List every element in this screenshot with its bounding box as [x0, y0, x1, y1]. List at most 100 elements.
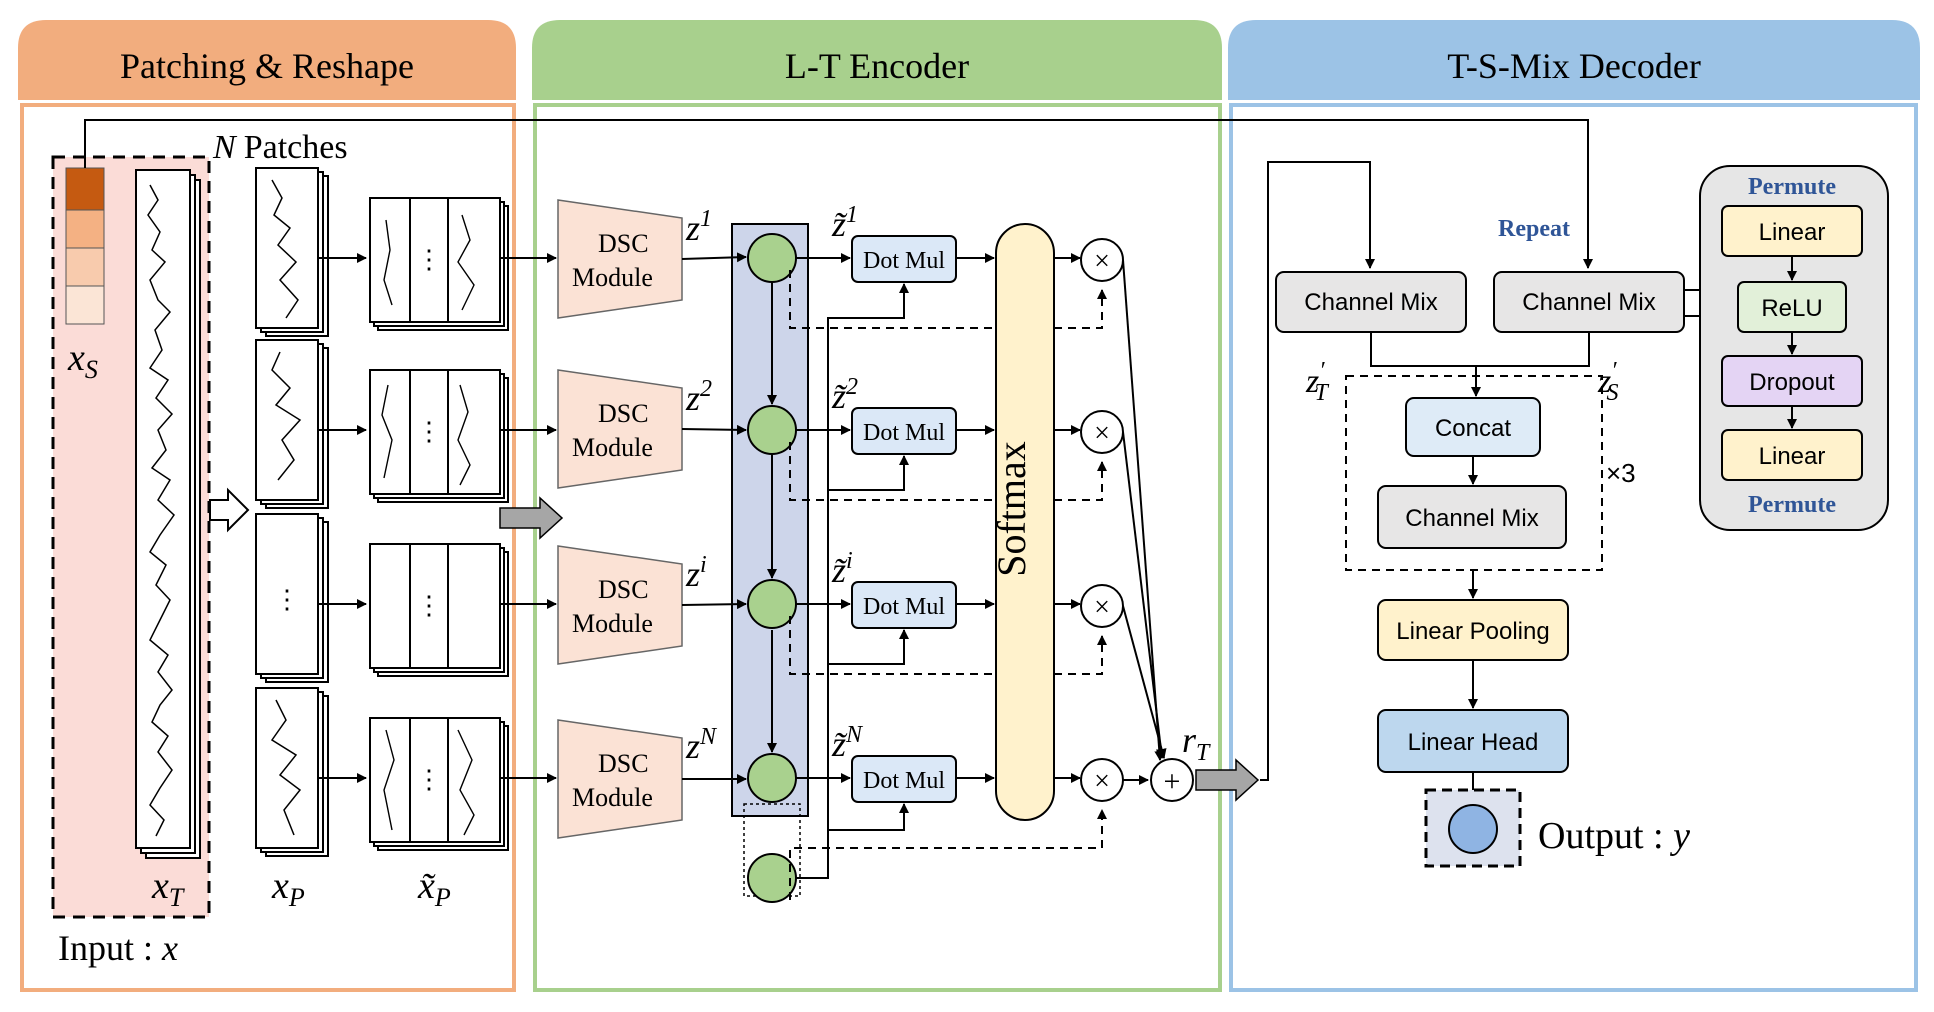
xpt-stack-3: ⋮	[369, 543, 509, 677]
xpt-stack-4: ⋮	[369, 717, 509, 851]
svg-text:Dot Mul: Dot Mul	[863, 248, 945, 274]
svg-text:+: +	[1164, 765, 1181, 798]
mlp-relu: ReLU	[1737, 281, 1847, 333]
xpt-stack-1: ⋮	[369, 197, 509, 331]
z-tilde-labels: z̃1 z̃2 z̃i z̃N	[831, 202, 864, 764]
repeat-label: Repeat	[1498, 216, 1570, 242]
sum-node: +	[1150, 758, 1194, 802]
encoder-title: L-T Encoder	[785, 46, 969, 86]
xp-stack-1	[255, 167, 329, 337]
patch-rows: ⋮ ⋮ ⋮	[255, 167, 557, 857]
input-label: Input : x	[58, 928, 178, 968]
dotmul-3: Dot Mul	[851, 581, 957, 629]
extra-node	[747, 853, 797, 903]
svg-text:×: ×	[1094, 766, 1110, 797]
panel-patching: Patching & Reshape	[18, 20, 516, 992]
softmax-block: Softmax	[989, 223, 1055, 821]
decoder-title: T-S-Mix Decoder	[1447, 46, 1701, 86]
xp-stack-4	[255, 687, 329, 857]
svg-text:Linear: Linear	[1759, 219, 1826, 246]
svg-text:×: ×	[1094, 418, 1110, 449]
linear-head-block: Linear Head	[1377, 709, 1569, 773]
svg-text:DSC: DSC	[598, 575, 649, 604]
channel-mix-temporal: Channel Mix	[1275, 271, 1467, 333]
svg-text:DSC: DSC	[598, 399, 649, 428]
svg-text:Softmax: Softmax	[989, 441, 1034, 577]
svg-text:Module: Module	[572, 783, 653, 812]
mlp-detail: Permute Linear ReLU Dropout Linear Permu…	[1699, 165, 1889, 531]
zs-prime-label: z′S	[1597, 358, 1618, 406]
svg-text:DSC: DSC	[598, 229, 649, 258]
dotmul-blocks: Dot Mul Dot Mul Dot Mul Dot Mul	[851, 235, 957, 803]
patching-title: Patching & Reshape	[120, 46, 414, 86]
permute-top-label: Permute	[1748, 174, 1836, 200]
xt-label: xT	[151, 865, 185, 912]
xs-skip-line	[84, 119, 1593, 269]
xp-label: xP	[271, 865, 305, 912]
xp-stack-3: ⋮	[255, 513, 329, 683]
dotmul-2: Dot Mul	[851, 407, 957, 455]
xp-stack-2	[255, 339, 329, 509]
svg-text:⋮: ⋮	[416, 417, 442, 446]
svg-text:z1: z1	[685, 206, 712, 248]
dsc-modules: DSC Module DSC Module DSC Module DSC Mod…	[557, 199, 683, 839]
svg-text:z2: z2	[685, 376, 712, 418]
node-to-dotmul-arrows	[796, 253, 851, 783]
patch-to-encoder-arrow	[499, 496, 564, 540]
svg-text:Linear: Linear	[1759, 443, 1826, 470]
dsc-module-1: DSC Module	[557, 199, 683, 319]
panel-decoder: T-S-Mix Decoder	[1228, 20, 1920, 992]
svg-text:Concat: Concat	[1435, 415, 1511, 442]
svg-text:Dot Mul: Dot Mul	[863, 420, 945, 446]
xs-label: xS	[67, 337, 98, 384]
dotmul-1: Dot Mul	[851, 235, 957, 283]
residual-dashed	[789, 270, 1107, 900]
z-labels: z1 z2 zi zN	[685, 206, 718, 766]
channel-mix-inner: Channel Mix	[1377, 485, 1567, 549]
rt-to-channelmix-line	[1260, 161, 1375, 781]
svg-text:⋮: ⋮	[274, 585, 300, 614]
svg-text:Dot Mul: Dot Mul	[863, 768, 945, 794]
svg-text:Dot Mul: Dot Mul	[863, 594, 945, 620]
svg-text:ReLU: ReLU	[1761, 295, 1822, 322]
softmax-to-mult-arrows	[1054, 253, 1081, 783]
xpt-stack-2: ⋮	[369, 369, 509, 503]
dsc-module-4: DSC Module	[557, 719, 683, 839]
svg-text:⋮: ⋮	[416, 765, 442, 794]
svg-text:zN: zN	[685, 724, 718, 766]
panel-encoder: L-T Encoder	[532, 20, 1222, 992]
svg-text:z̃N: z̃N	[831, 722, 864, 764]
svg-text:Module: Module	[572, 263, 653, 292]
svg-text:Channel Mix: Channel Mix	[1304, 289, 1437, 316]
encoder-header	[532, 20, 1222, 100]
encoder-to-decoder-arrow	[1195, 758, 1260, 802]
linear-pooling-block: Linear Pooling	[1377, 599, 1569, 661]
svg-text:Linear Pooling: Linear Pooling	[1396, 618, 1549, 645]
rt-label: rT	[1182, 720, 1211, 766]
dsc-module-2: DSC Module	[557, 369, 683, 489]
output-node	[1448, 804, 1498, 854]
feedback-lines	[796, 283, 909, 879]
dotmul-to-softmax-arrows	[956, 253, 995, 783]
xs-stack	[65, 167, 105, 325]
svg-text:z̃i: z̃i	[831, 548, 853, 590]
svg-text:Dropout: Dropout	[1749, 369, 1835, 396]
svg-text:Module: Module	[572, 433, 653, 462]
svg-text:⋮: ⋮	[416, 245, 442, 274]
permute-bottom-label: Permute	[1748, 492, 1836, 518]
mixer-column	[731, 223, 809, 817]
svg-text:×: ×	[1094, 592, 1110, 623]
mult-to-plus-lines	[1122, 259, 1167, 785]
svg-text:z̃1: z̃1	[831, 202, 858, 244]
decoder-header	[1228, 20, 1920, 100]
merge-lines	[1370, 332, 1590, 397]
zt-prime-label: z′T	[1305, 358, 1329, 406]
mlp-linear-2: Linear	[1721, 429, 1863, 481]
dsc-module-3: DSC Module	[557, 545, 683, 665]
xp-tilde-label: x̃P	[417, 865, 451, 912]
svg-text:⋮: ⋮	[416, 591, 442, 620]
svg-text:z̃2: z̃2	[831, 374, 858, 416]
svg-text:×: ×	[1094, 246, 1110, 277]
